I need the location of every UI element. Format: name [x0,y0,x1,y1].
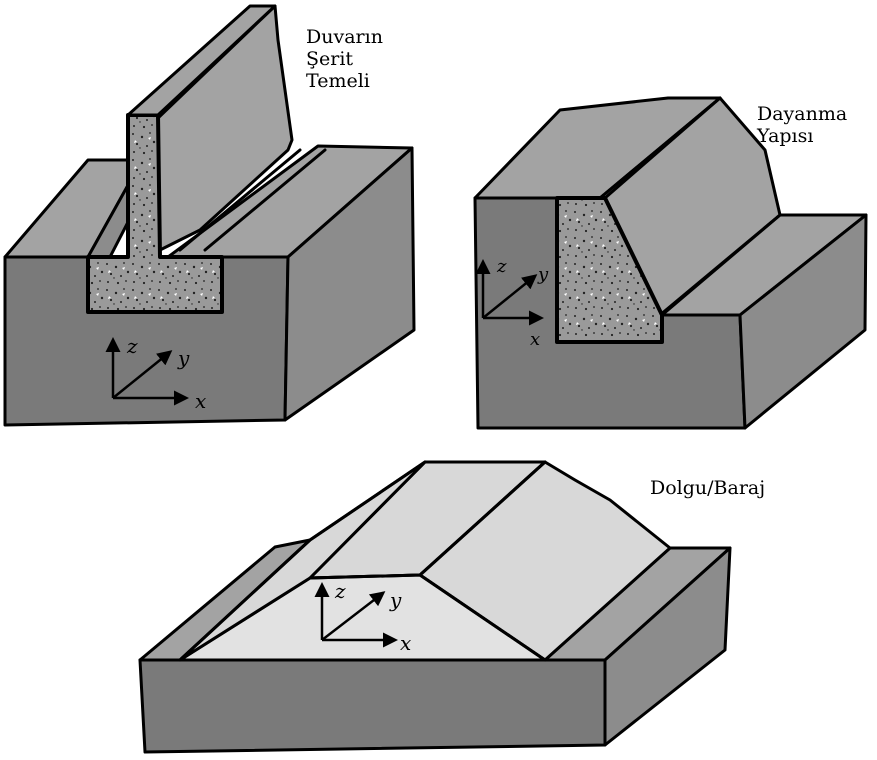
axes-triad-1: z y x [105,334,206,413]
axis-y-label: y [389,588,402,612]
axis-x-label: x [530,329,540,350]
fill-dam-figure: z y x [138,460,732,754]
label-line: Duvarın [306,26,383,48]
label-retaining-structure: Dayanma Yapısı [757,103,847,147]
axis-z-label: z [496,256,507,277]
axes-triad-3: z y x [314,579,411,655]
label-line: Dayanma [757,103,848,125]
label-wall-strip-footing: Duvarın Şerit Temeli [306,26,383,92]
axis-x-label: x [400,631,411,655]
axis-y-label: y [177,346,190,370]
label-line: Yapısı [757,125,814,147]
retaining-structure-figure: z y x [473,96,868,430]
label-line: Şerit [306,48,354,70]
label-line: Temeli [306,70,370,92]
axis-z-label: z [126,334,138,358]
axes-triad-2: z y x [475,256,549,350]
label-fill-dam: Dolgu/Baraj [650,477,766,499]
axis-x-label: x [195,389,206,413]
axis-z-label: z [334,579,346,603]
axis-y-label: y [537,264,549,285]
wall-strip-footing-figure: z y x [3,4,416,427]
